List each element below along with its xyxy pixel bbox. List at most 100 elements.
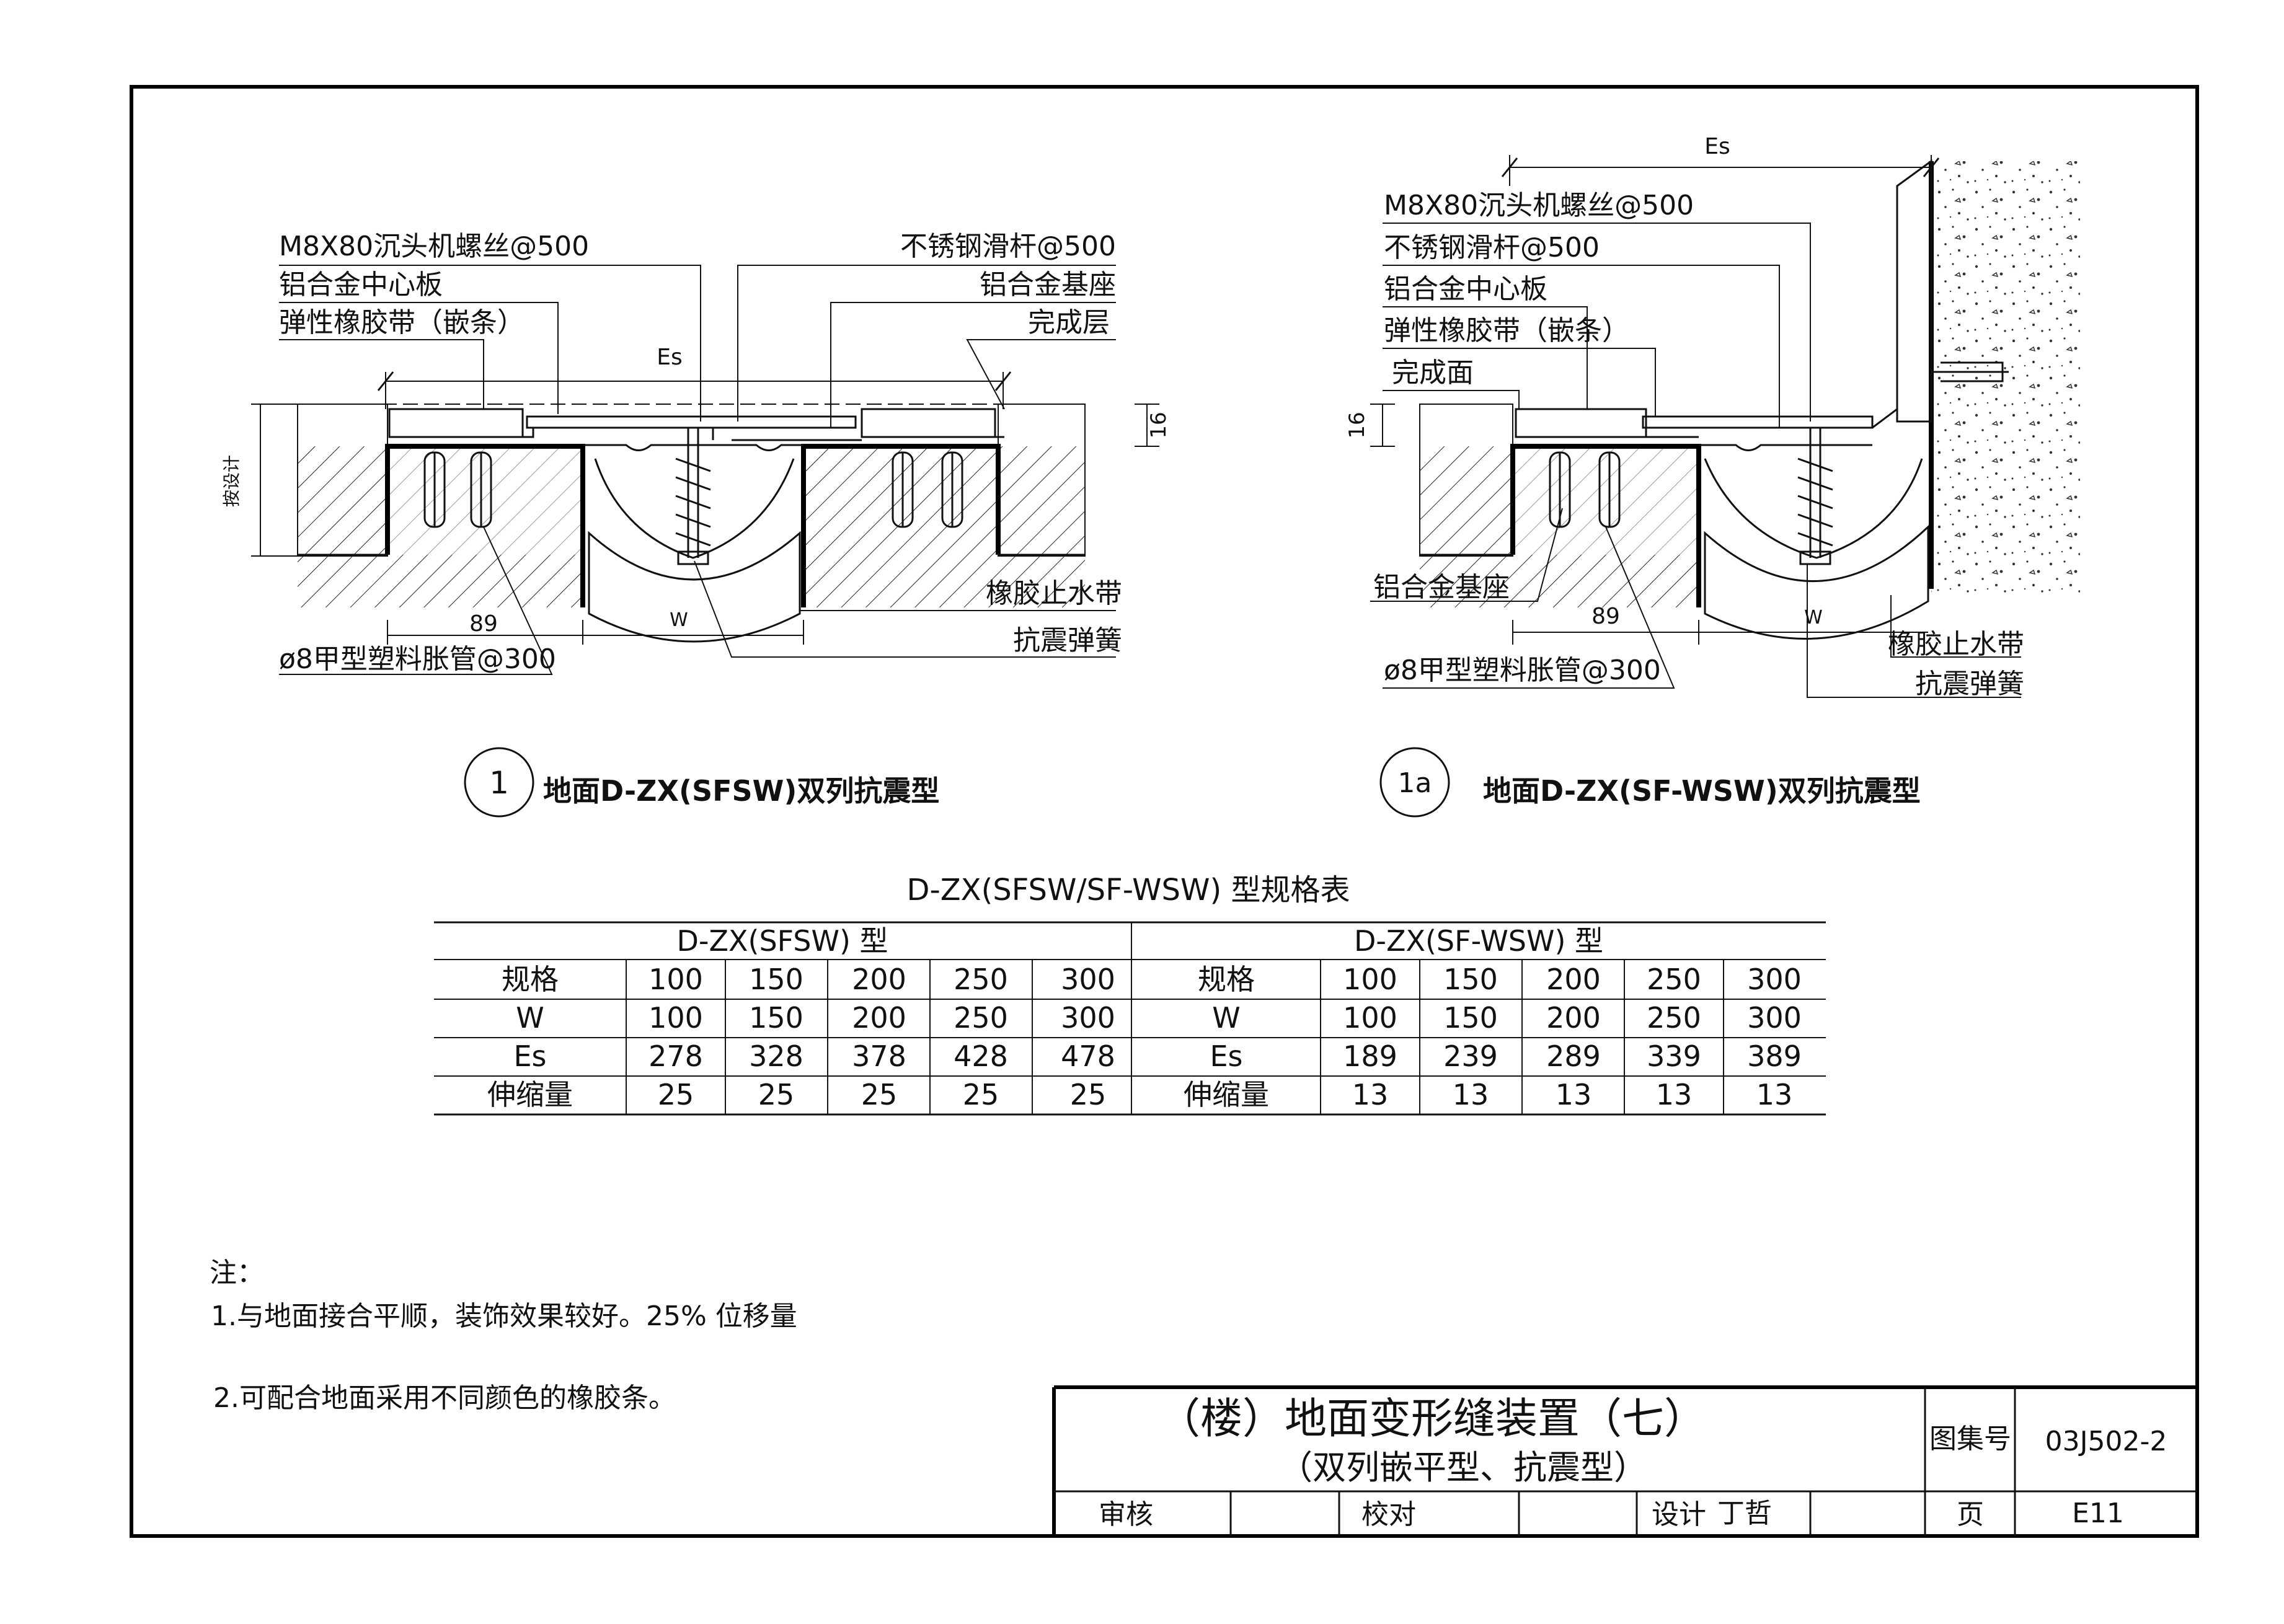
title-line-1: （楼）地面变形缝装置（七） — [1158, 1395, 1706, 1444]
spec-cell: 300 — [1061, 1001, 1115, 1035]
spec-cell: 200 — [852, 1001, 906, 1035]
spec-cell: 428 — [954, 1039, 1008, 1073]
atlas-number: 03J502-2 — [2045, 1426, 2167, 1457]
d1-label-w: W — [670, 609, 688, 631]
d1a-label-bolt: M8X80沉头机螺丝@500 — [1384, 190, 1694, 221]
spec-cell: 100 — [1343, 1001, 1397, 1035]
d1-label-dim89: 89 — [469, 611, 498, 637]
rubber-waterstop — [588, 531, 801, 643]
rubber-strip-right — [861, 408, 996, 438]
spec-cell: 13 — [1556, 1078, 1592, 1111]
spec-cell: 300 — [1061, 963, 1115, 996]
d1a-label-base: 铝合金基座 — [1373, 571, 1510, 603]
spec-group-header: D-ZX(SFSW) 型 — [676, 924, 888, 958]
d1a-label-w: W — [1804, 607, 1823, 629]
spec-cell: 13 — [1756, 1078, 1793, 1111]
spec-cell: 150 — [1443, 1001, 1498, 1035]
detail-1-title: 地面D-ZX(SFSW)双列抗震型 — [543, 774, 939, 808]
embed-angle-right — [801, 444, 1001, 607]
spec-row-label: 伸缩量 — [1184, 1078, 1269, 1111]
seismic-spring — [675, 428, 711, 565]
detail-1-marker: 1 — [489, 765, 509, 801]
note-item-1: 1.与地面接合平顺，装饰效果较好。25% 位移量 — [211, 1300, 797, 1332]
title-line-2: （双列嵌平型、抗震型） — [1279, 1448, 1647, 1487]
check-label: 校对 — [1361, 1499, 1416, 1530]
spec-cell: 25 — [658, 1078, 694, 1111]
spec-cell: 100 — [648, 963, 703, 996]
d1a-label-anchor: ø8甲型塑料胀管@300 — [1384, 655, 1661, 686]
spec-row-label: 伸缩量 — [487, 1078, 573, 1111]
page-number: E11 — [2072, 1498, 2124, 1529]
d1-label-slide-rod: 不锈钢滑杆@500 — [900, 231, 1116, 262]
spec-cell: 389 — [1747, 1039, 1802, 1073]
spec-cell: 378 — [852, 1039, 906, 1073]
spec-cell: 328 — [749, 1039, 803, 1073]
spec-cell: 25 — [1070, 1078, 1107, 1111]
spec-cell: 100 — [1343, 963, 1397, 996]
d1-label-base: 铝合金基座 — [980, 269, 1116, 301]
spec-cell: 239 — [1443, 1039, 1498, 1073]
spec-cell: 478 — [1061, 1039, 1115, 1073]
spec-table-title: D-ZX(SFSW/SF-WSW) 型规格表 — [907, 873, 1350, 907]
d1a-label-slide-rod: 不锈钢滑杆@500 — [1384, 232, 1600, 263]
d1-label-bolt: M8X80沉头机螺丝@500 — [279, 231, 589, 262]
spec-row-label: W — [1212, 1001, 1240, 1035]
spec-cell: 13 — [1453, 1078, 1489, 1111]
atlas-label: 图集号 — [1929, 1423, 2011, 1455]
d1a-label-rubber-strip: 弹性橡胶带（嵌条） — [1384, 315, 1629, 346]
spec-cell: 200 — [1546, 963, 1601, 996]
review-label: 审核 — [1099, 1499, 1153, 1530]
spec-table-grid — [434, 921, 1826, 1116]
slab-right — [803, 446, 1085, 607]
designer-name: 丁哲 — [1717, 1498, 1772, 1529]
spec-cell: 250 — [954, 963, 1008, 996]
spec-row-label: Es — [513, 1039, 546, 1073]
spec-cell: 339 — [1647, 1039, 1701, 1073]
detail-1a-marker-circle — [1379, 747, 1450, 818]
spec-cell: 200 — [1546, 1001, 1601, 1035]
spec-cell: 300 — [1747, 963, 1802, 996]
spec-cell: 250 — [954, 1001, 1008, 1035]
spec-row-label: 规格 — [502, 963, 559, 996]
embed-angle-left — [385, 444, 585, 607]
spec-row-label: 规格 — [1198, 963, 1255, 996]
spec-cell: 250 — [1647, 963, 1701, 996]
spec-cell: 300 — [1747, 1001, 1802, 1035]
spec-cell: 278 — [648, 1039, 703, 1073]
title-block-grid — [1052, 1385, 2197, 1536]
detail-1a-drawing — [1370, 155, 2080, 698]
notes-heading: 注： — [210, 1257, 264, 1289]
rubber-strip-left — [388, 408, 524, 438]
d1a-label-es: Es — [1704, 134, 1730, 159]
note-item-2: 2.可配合地面采用不同颜色的橡胶条。 — [213, 1382, 676, 1414]
spec-row-label: Es — [1210, 1039, 1242, 1073]
d1-label-dim16: 16 — [1146, 412, 1171, 438]
detail-1-drawing — [251, 265, 1159, 675]
spec-cell: 150 — [749, 1001, 803, 1035]
spec-cell: 13 — [1352, 1078, 1389, 1111]
spec-cell: 250 — [1647, 1001, 1701, 1035]
d1a-label-finish: 完成面 — [1392, 357, 1474, 389]
d1a-label-center-plate: 铝合金中心板 — [1384, 273, 1547, 305]
d1-label-anchor: ø8甲型塑料胀管@300 — [279, 643, 556, 675]
spec-cell: 150 — [1443, 963, 1498, 996]
spec-cell: 289 — [1546, 1039, 1601, 1073]
d1-label-by-design: 按设计 — [221, 455, 242, 507]
spec-cell: 25 — [861, 1078, 898, 1111]
page-label: 页 — [1957, 1499, 1984, 1530]
drawing-frame — [130, 85, 2199, 1538]
spec-cell: 25 — [758, 1078, 795, 1111]
spec-row-label: W — [516, 1001, 544, 1035]
spec-cell: 13 — [1656, 1078, 1693, 1111]
spec-group-header: D-ZX(SF-WSW) 型 — [1354, 924, 1603, 958]
d1-label-finish: 完成层 — [1028, 307, 1110, 338]
center-plate — [526, 415, 857, 429]
d1-label-waterstop: 橡胶止水带 — [986, 578, 1122, 609]
spec-cell: 189 — [1343, 1039, 1397, 1073]
spec-cell: 150 — [749, 963, 803, 996]
d1-label-es: Es — [657, 345, 683, 370]
spec-cell: 200 — [852, 963, 906, 996]
spec-cell: 100 — [648, 1001, 703, 1035]
d1a-label-dim16: 16 — [1345, 412, 1370, 438]
